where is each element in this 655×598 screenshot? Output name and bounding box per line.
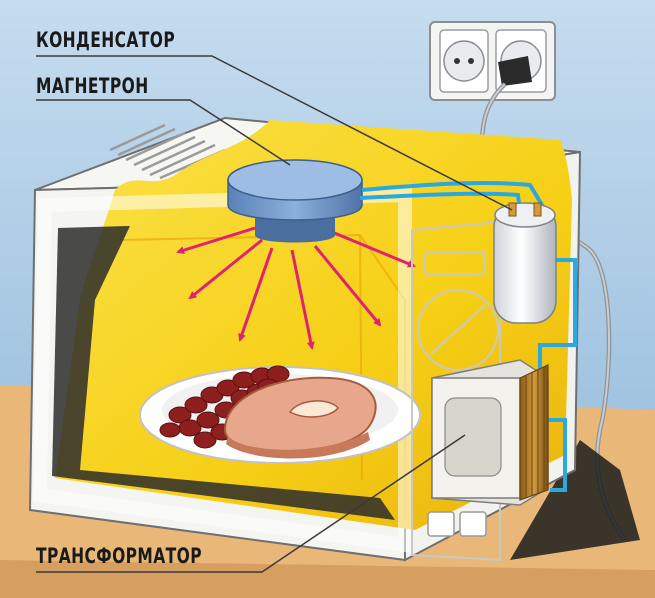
plate-with-food [139, 365, 421, 464]
door-window [52, 226, 395, 520]
label-condenser: КОНДЕНСАТОР [36, 28, 176, 52]
control-panel [411, 220, 501, 562]
wires [359, 180, 577, 492]
control-buttons [427, 511, 487, 537]
microwave-shadow [510, 440, 640, 560]
leader-lines [36, 55, 513, 573]
table-shadow [0, 560, 655, 598]
label-magnetron: МАГНЕТРОН [36, 74, 149, 98]
capacitor [493, 202, 557, 324]
magnetron [227, 159, 363, 243]
microwave-wave-arrow-icon [176, 226, 416, 350]
transformer [431, 359, 549, 506]
wall-socket-icon [429, 21, 556, 101]
label-transformer: ТРАНСФОРМАТОР [36, 544, 202, 568]
